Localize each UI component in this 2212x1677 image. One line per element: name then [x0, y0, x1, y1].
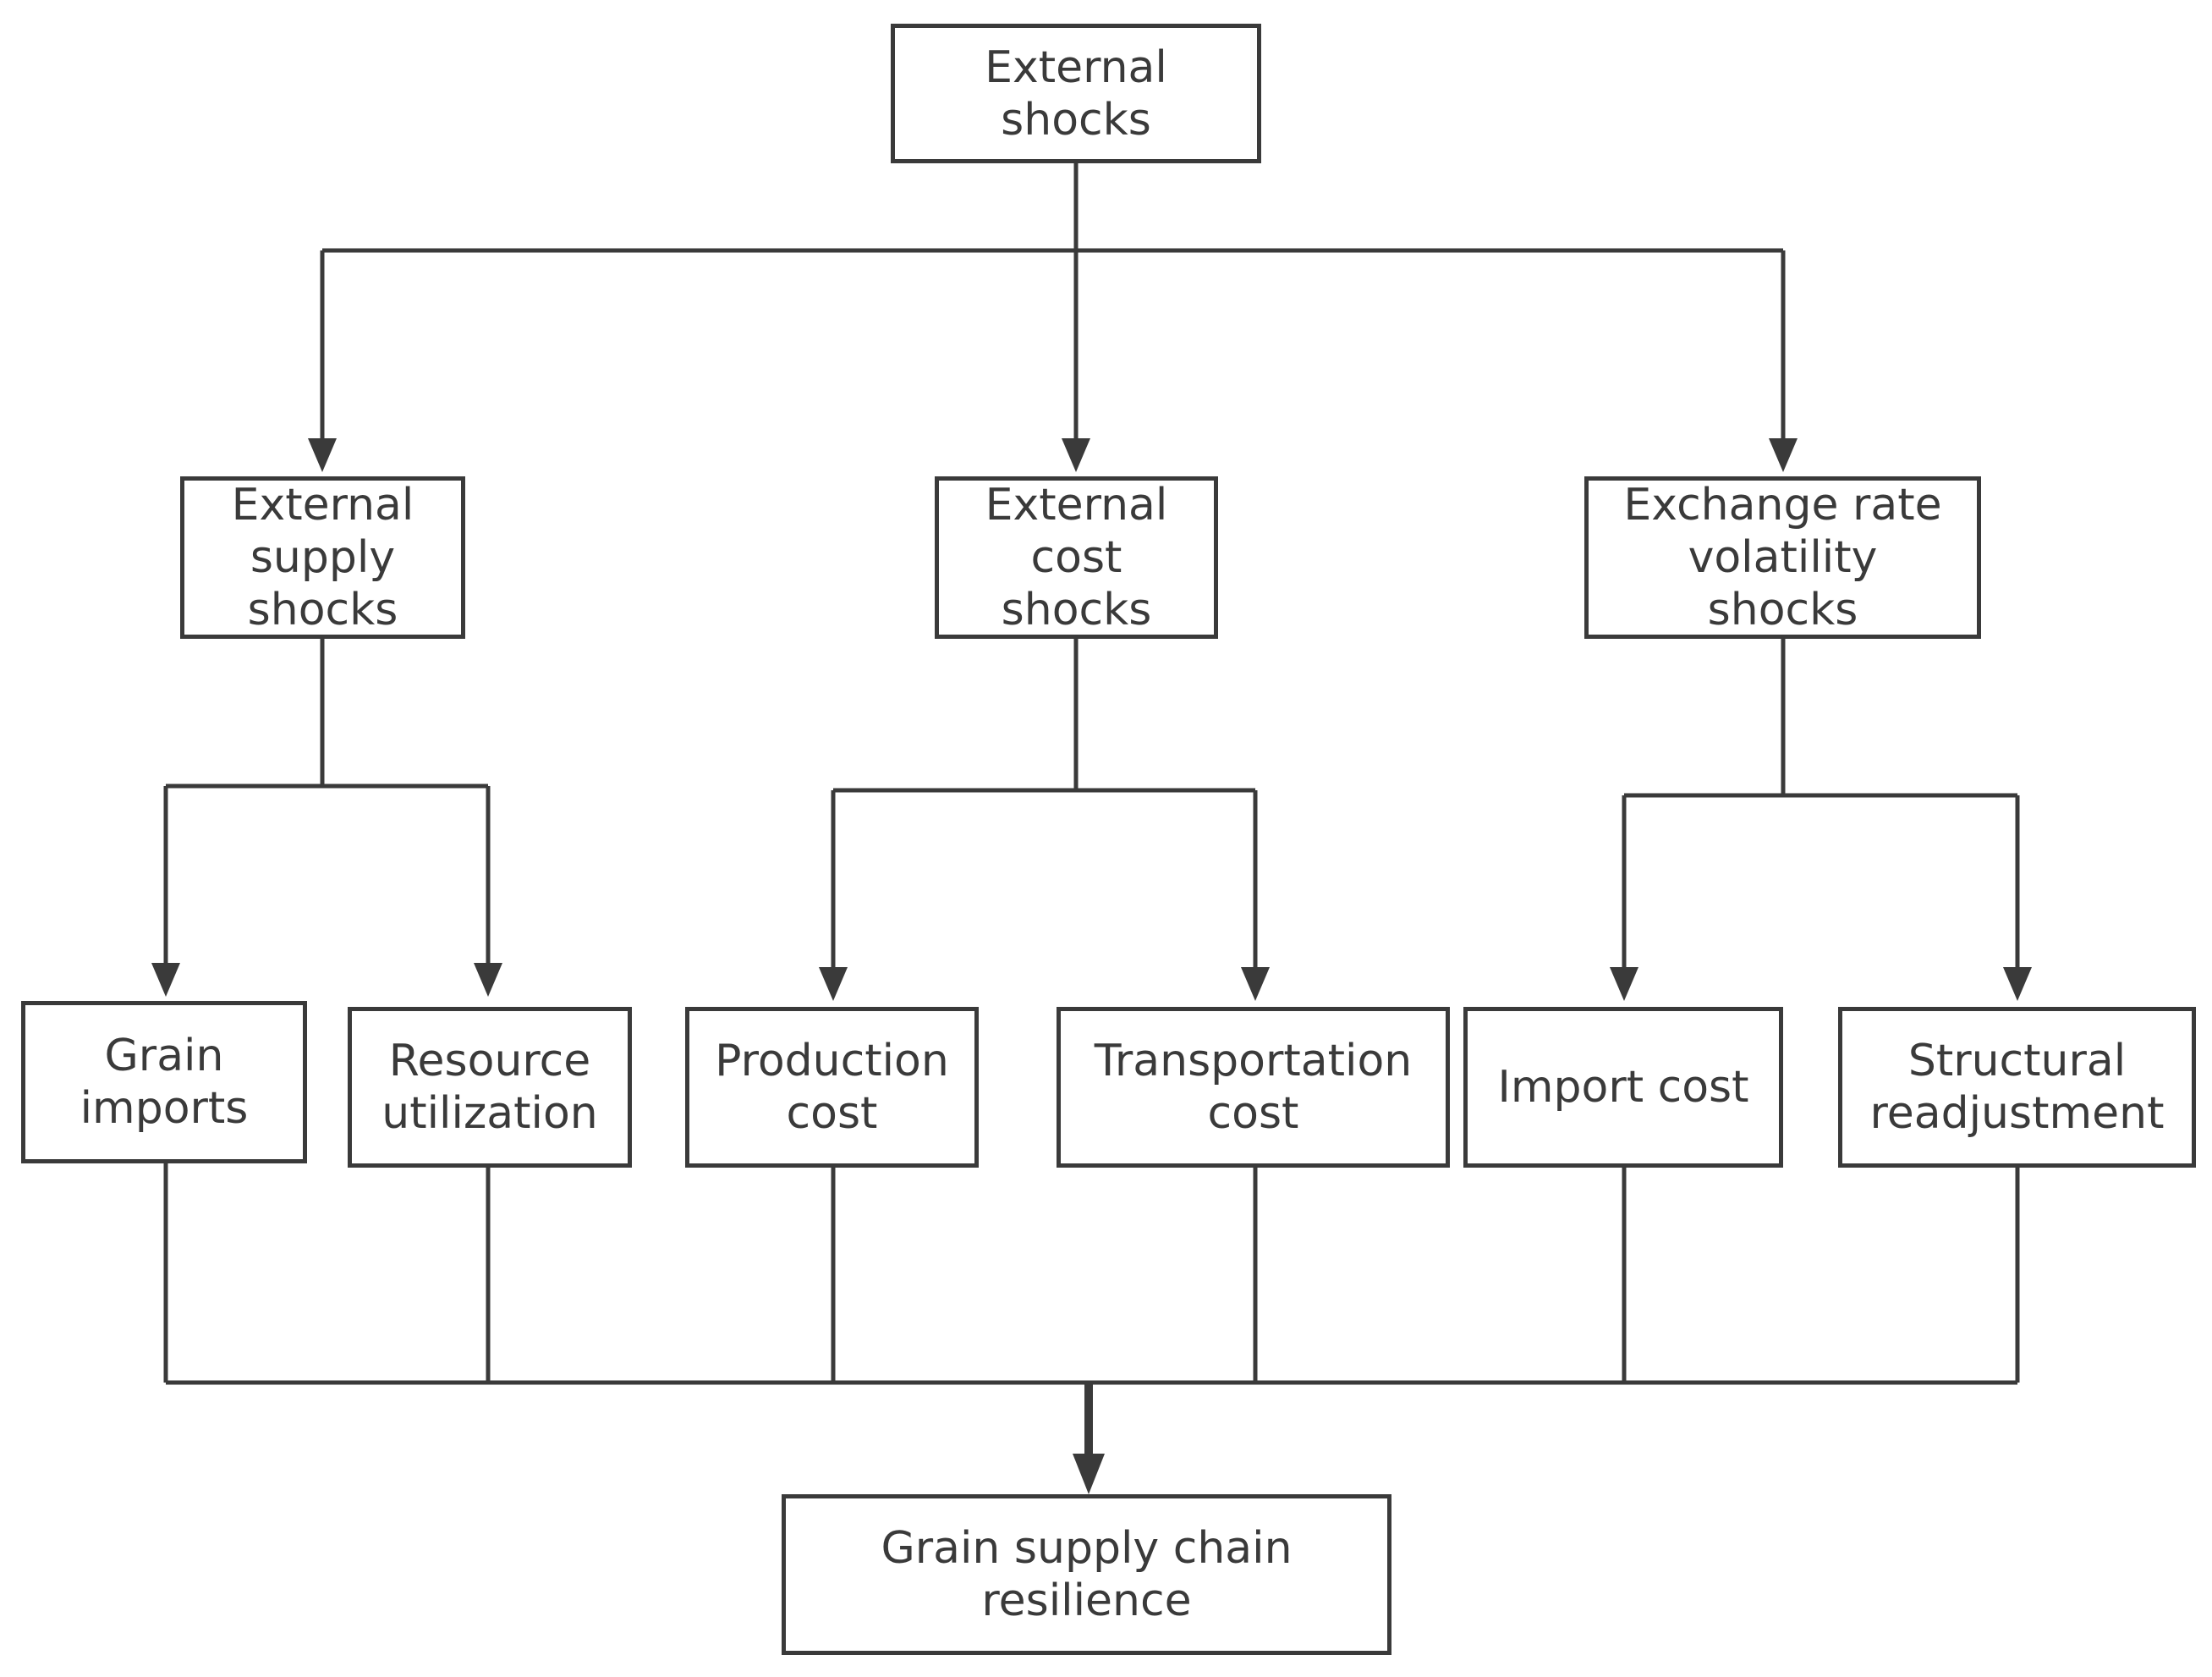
arrowhead-to-cost [1062, 438, 1090, 472]
arrowhead-to-resource-utilization [474, 963, 502, 997]
node-external-shocks: External shocks [891, 24, 1261, 163]
arrowhead-to-outcome [1073, 1454, 1105, 1494]
node-production-cost-label: Production cost [715, 1036, 949, 1139]
node-import-cost-label: Import cost [1497, 1062, 1749, 1113]
node-grain-supply-chain-resilience: Grain supply chain resilience [782, 1494, 1391, 1655]
node-structural-readjustment: Structural readjustment [1838, 1007, 2196, 1168]
node-exchange-rate-volatility-shocks-label: Exchange rate volatility shocks [1623, 480, 1942, 635]
node-resource-utilization-label: Resource utilization [381, 1036, 598, 1139]
node-structural-readjustment-label: Structural readjustment [1869, 1036, 2165, 1139]
connector-supply-branch [163, 639, 491, 965]
node-resource-utilization: Resource utilization [348, 1007, 632, 1168]
arrowhead-to-import-cost [1610, 967, 1638, 1001]
connector-factors-to-bus [163, 1163, 2020, 1385]
node-external-cost-shocks-label: External cost shocks [985, 480, 1168, 635]
node-grain-supply-chain-resilience-label: Grain supply chain resilience [881, 1523, 1293, 1626]
node-external-shocks-label: External shocks [985, 41, 1167, 146]
node-import-cost: Import cost [1463, 1007, 1783, 1168]
node-transportation-cost: Transportation cost [1057, 1007, 1450, 1168]
connector-exchange-branch [1622, 639, 2020, 969]
node-external-supply-shocks: External supply shocks [180, 476, 465, 639]
node-exchange-rate-volatility-shocks: Exchange rate volatility shocks [1584, 476, 1981, 639]
node-grain-imports-label: Grain imports [80, 1031, 249, 1134]
node-external-supply-shocks-label: External supply shocks [231, 480, 414, 635]
arrowhead-to-structural-readjustment [2003, 967, 2032, 1001]
arrowhead-to-exchange [1769, 438, 1798, 472]
arrowhead-to-grain-imports [151, 963, 180, 997]
node-production-cost: Production cost [685, 1007, 979, 1168]
arrowhead-to-production-cost [819, 967, 848, 1001]
arrowhead-to-transportation-cost [1241, 967, 1270, 1001]
connector-cost-branch [831, 639, 1258, 969]
node-transportation-cost-label: Transportation cost [1094, 1036, 1413, 1139]
arrowhead-to-supply [308, 438, 337, 472]
node-external-cost-shocks: External cost shocks [935, 476, 1218, 639]
node-grain-imports: Grain imports [21, 1001, 307, 1163]
